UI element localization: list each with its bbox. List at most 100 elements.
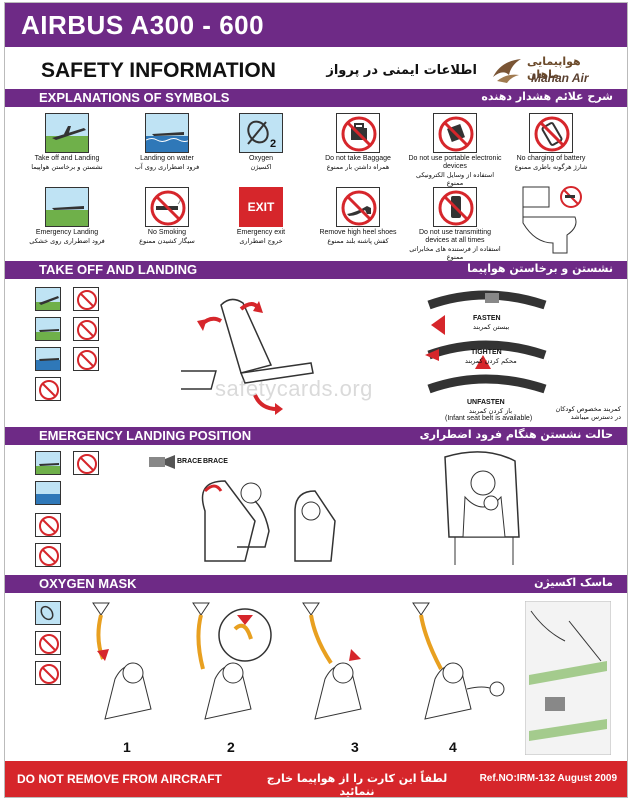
footer-warning-fa: لطفاً این کارت را از هواپیما خارج ننمائی… [266, 772, 448, 798]
symbol-caption-fa: فرود اضطراری روی خشکی [29, 237, 105, 245]
oxygen-step-3-drawing [302, 602, 362, 720]
takeoff-small-icon [35, 287, 61, 311]
title-bar: AIRBUS A300 - 600 [5, 3, 627, 47]
symbol-emergency-landing: Emergency Landing فرود اضطراری روی خشکی [19, 187, 115, 245]
no-phone-small-icon [73, 347, 99, 371]
symbol-water-landing: Landing on water فرود اضطراری روی آب [119, 113, 215, 171]
symbol-caption-fa: فرود اضطراری روی آب [134, 163, 200, 171]
symbol-caption: Remove high heel shoes [319, 229, 397, 236]
page-subtitle-fa: اطلاعات ایمنی در پرواز [326, 63, 477, 78]
oxygen-small-icon [35, 601, 61, 625]
brace-label: BRACE [177, 458, 202, 465]
symbol-no-electronics: Do not use portable electronic devices ا… [407, 113, 503, 187]
oxygen-step-number: 1 [123, 739, 131, 755]
infant-brace-illustration [444, 451, 520, 565]
emergency-title: EMERGENCY LANDING POSITION [39, 428, 252, 443]
exit-sign-text: EXIT [247, 200, 275, 214]
brace-position-illustration [149, 455, 336, 562]
water-landing-icon [145, 113, 189, 153]
symbol-caption: No Smoking [147, 229, 187, 236]
unfasten-label-fa: باز کردن کمربند [469, 407, 513, 415]
logo-text-fa: هواپیمایی ماهان [527, 55, 581, 81]
symbol-caption-fa: اکسیژن [250, 163, 272, 171]
oxygen-step-2-drawing [192, 602, 272, 720]
oxygen-step-4-drawing [412, 602, 505, 720]
oxygen-step-1-drawing [92, 602, 152, 720]
seatbelt-illustration [425, 290, 547, 394]
symbols-title-fa: شرح علائم هشدار دهنده [481, 90, 613, 103]
no-electronics-icon [433, 113, 477, 153]
symbol-caption-fa: استفاده از وسایل الکترونیکی ممنوع [415, 171, 495, 187]
no-charging-small-icon [35, 661, 61, 685]
symbol-caption-fa: نشستن و برخاستن هواپیما [31, 163, 103, 171]
takeoff-band: TAKE OFF AND LANDING نشستن و برخاستن هوا… [5, 261, 627, 279]
oxygen-icon: 2 [239, 113, 283, 153]
no-smoking-icon [145, 187, 189, 227]
landing-small-icon [35, 317, 61, 341]
footer-bar: DO NOT REMOVE FROM AIRCRAFT لطفاً این کا… [5, 761, 627, 798]
no-charging-icon [529, 113, 573, 153]
no-heels-icon [336, 187, 380, 227]
symbol-no-charging: No charging of battery شارژ هرگونه باطری… [503, 113, 599, 171]
symbol-no-heels: Remove high heel shoes کفش پاشنه بلند مم… [310, 187, 406, 245]
exit-icon: EXIT [239, 187, 283, 227]
fasten-label-fa: ببستن کمربند [473, 323, 510, 331]
oxygen-title: OXYGEN MASK [39, 576, 137, 591]
water-small-icon [35, 347, 61, 371]
symbol-no-smoking: No Smoking سیگار کشیدن ممنوع [119, 187, 215, 245]
takeoff-title-fa: نشستن و برخاستن هواپیما [467, 262, 613, 275]
emergency-title-fa: حالت نشستن هنگام فرود اضطراری [419, 428, 613, 441]
emergency-landing-icon [45, 187, 89, 227]
brace-label: BRACE [203, 458, 228, 465]
tighten-label-fa: محکم کردن کمربند [465, 357, 517, 365]
infant-belt-note: (Infant seat belt is available) [445, 415, 533, 422]
symbol-caption: Do not use portable electronic devices [408, 155, 502, 170]
footer-warning: DO NOT REMOVE FROM AIRCRAFT [17, 772, 222, 786]
symbol-caption-fa: کفش پاشنه بلند ممنوع [327, 237, 389, 245]
oxygen-subscript: 2 [270, 138, 277, 150]
no-electronics-small-icon [73, 317, 99, 341]
water-landing-small-icon [35, 481, 61, 505]
emergency-floor-path-illustration [525, 601, 611, 755]
oxygen-step-number: 2 [227, 739, 235, 755]
safety-card: AIRBUS A300 - 600 SAFETY INFORMATION اطل… [4, 2, 628, 798]
oxygen-mask-steps-illustration [92, 602, 505, 720]
seat-upright-illustration [181, 298, 314, 415]
symbol-caption: Emergency exit [236, 229, 286, 236]
logo-text-en: Mahan Air [531, 71, 589, 85]
no-baggage-icon [336, 113, 380, 153]
symbol-caption: Emergency Landing [35, 229, 99, 236]
oxygen-step-number: 4 [449, 739, 457, 755]
oxygen-band: OXYGEN MASK ماسک اکسیژن [5, 575, 627, 593]
symbol-caption-fa: سیگار کشیدن ممنوع [139, 237, 195, 245]
symbol-caption-fa: خروج اضطراری [239, 237, 283, 245]
symbol-caption-fa: همراه داشتن بار ممنوع [326, 163, 390, 171]
infant-belt-note-fa: کمربند مخصوص کودکان در دسترس میباشد [555, 405, 621, 421]
logo-bird-icon [493, 59, 521, 83]
takeoff-icon [45, 113, 89, 153]
symbol-emergency-exit: EXIT Emergency exit خروج اضطراری [213, 187, 309, 245]
symbol-no-transmitting: Do not use transmitting devices at all t… [407, 187, 503, 261]
fasten-label: FASTEN [473, 315, 501, 322]
unfasten-label: UNFASTEN [467, 399, 505, 406]
tighten-label: TIGHTEN [471, 349, 502, 356]
symbols-band: EXPLANATIONS OF SYMBOLS شرح علائم هشدار … [5, 89, 627, 107]
takeoff-title: TAKE OFF AND LANDING [39, 262, 198, 277]
no-smoking-small-icon [35, 631, 61, 655]
page-subtitle: SAFETY INFORMATION [41, 59, 276, 82]
symbol-caption: Do not use transmitting devices at all t… [419, 229, 491, 244]
symbol-caption: Landing on water [140, 155, 194, 162]
symbol-caption: Do not take Baggage [325, 155, 391, 162]
no-charging-small-icon [35, 377, 61, 401]
symbols-title: EXPLANATIONS OF SYMBOLS [39, 90, 230, 105]
aircraft-title: AIRBUS A300 - 600 [21, 10, 265, 40]
no-electronics-small-icon [73, 451, 99, 475]
no-phone-icon [433, 187, 477, 227]
no-smoking-small-icon [35, 513, 61, 537]
emergency-band: EMERGENCY LANDING POSITION حالت نشستن هن… [5, 427, 627, 445]
symbol-caption: Take off and Landing [34, 155, 100, 162]
symbol-caption-fa: استفاده از فرستنده های مخابراتی ممنوع [409, 245, 501, 261]
oxygen-title-fa: ماسک اکسیژن [534, 576, 613, 589]
symbol-caption: Oxygen [248, 155, 274, 162]
emergency-landing-small-icon [35, 451, 61, 475]
